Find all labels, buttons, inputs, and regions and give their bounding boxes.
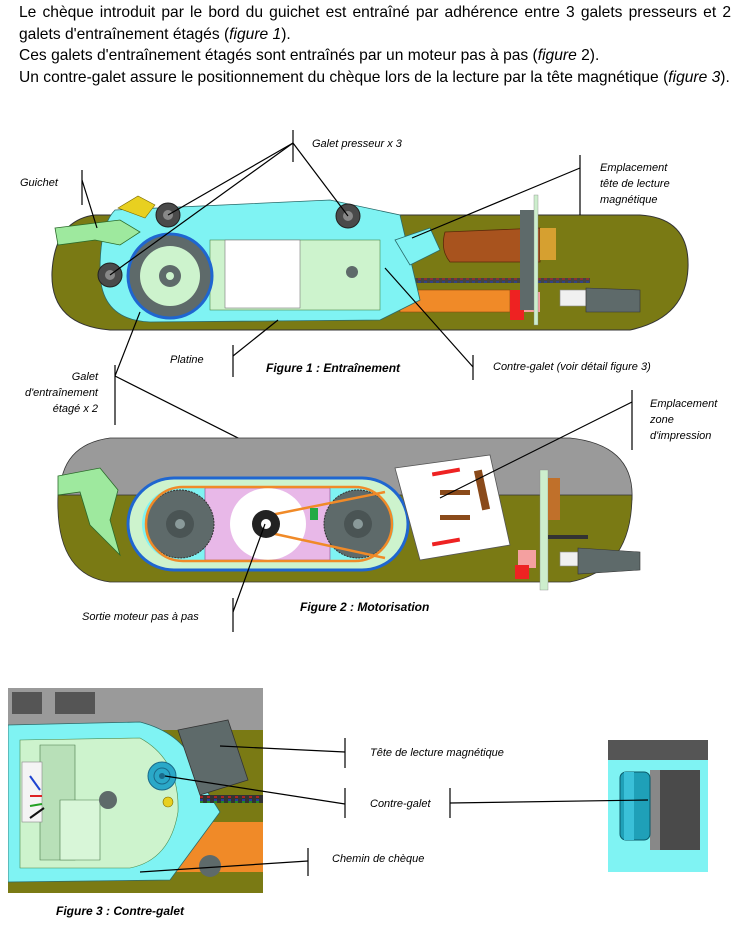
label-galet-entrainement-1: Galet [71, 371, 98, 383]
figure1-drawing [51, 130, 689, 493]
intro-line-1: Le chèque introduit par le bord du guich… [19, 4, 731, 43]
figure1-caption: Figure 1 : Entraînement [266, 361, 401, 375]
label-galet-presseur: Galet presseur x 3 [312, 138, 402, 150]
fig2-leader-lines [232, 390, 633, 632]
figure2-drawing [57, 390, 641, 632]
fig3-leader-lines [139, 738, 649, 876]
label-galet-entrainement-2: d'entraînement [24, 387, 98, 399]
label-emplacement-zone-3: d'impression [650, 430, 712, 442]
label-chemin-cheque: Chemin de chèque [332, 853, 425, 865]
fig1-leader-lines [81, 130, 581, 493]
fig2-belt-long [144, 485, 394, 563]
label-contre-galet-fig3: Contre-galet [370, 798, 431, 810]
label-emplacement-zone-1: Emplacement [650, 398, 718, 410]
label-emplacement-tete-2: tête de lecture [600, 178, 670, 190]
fig1-cable-connector [585, 287, 641, 313]
figure2-caption: Figure 2 : Motorisation [300, 600, 430, 614]
label-emplacement-tete-1: Emplacement [600, 162, 668, 174]
intro-paragraph: Le chèque introduit par le bord du guich… [19, 2, 731, 88]
label-platine: Platine [170, 354, 204, 366]
fig1-guichet [54, 219, 141, 246]
fig3-read-head [177, 719, 249, 796]
figure3-drawing [8, 688, 708, 893]
label-sortie-moteur: Sortie moteur pas à pas [82, 611, 199, 623]
label-contre-galet-fig1: Contre-galet (voir détail figure 3) [493, 361, 651, 373]
label-guichet: Guichet [20, 177, 58, 189]
label-emplacement-tete-3: magnétique [600, 194, 658, 206]
label-galet-entrainement-3: étagé x 2 [52, 403, 98, 415]
label-tete-lecture: Tête de lecture magnétique [370, 747, 504, 759]
fig2-guichet [57, 467, 121, 557]
intro-line-3: Un contre-galet assure le positionnement… [19, 68, 730, 86]
label-emplacement-zone-2: zone [650, 414, 674, 426]
intro-line-2: Ces galets d'entraînement étagés sont en… [19, 47, 600, 64]
figure3-caption: Figure 3 : Contre-galet [56, 904, 185, 918]
fig2-belt-motor [265, 490, 386, 560]
fig3-detail-photo [608, 740, 708, 872]
